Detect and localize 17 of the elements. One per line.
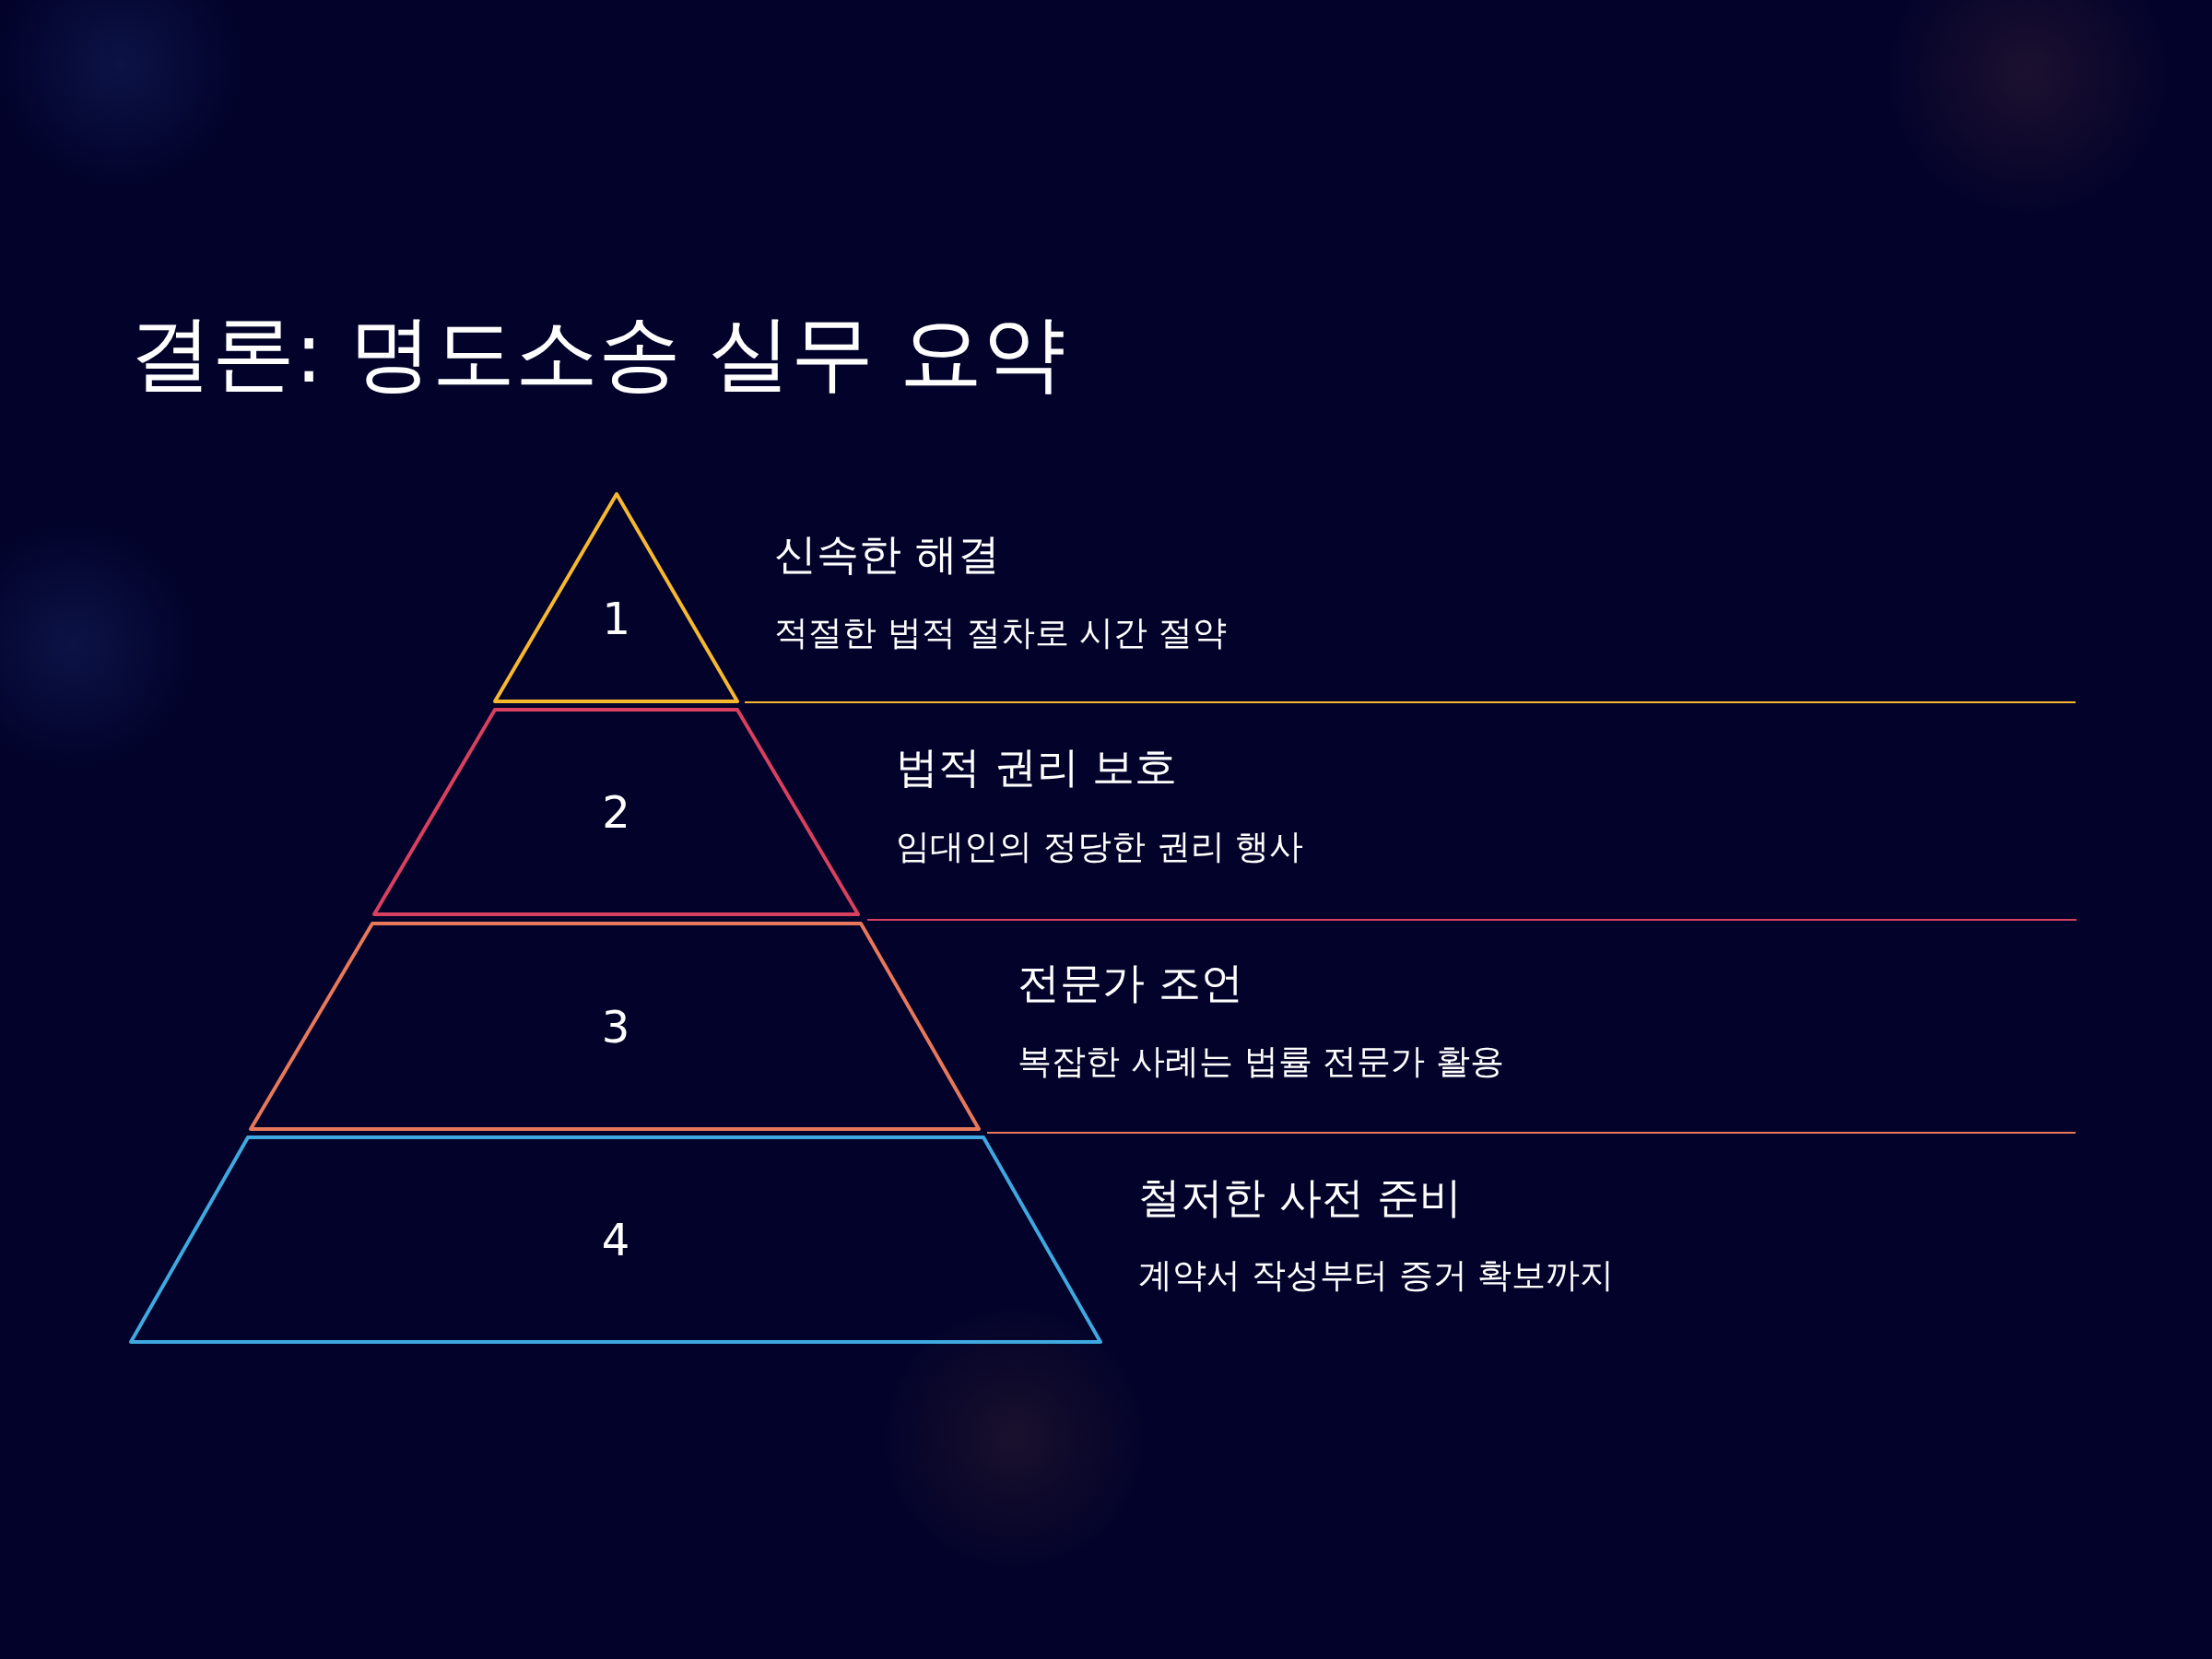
- tier-description: 임대인의 정당한 권리 행사: [896, 830, 1304, 864]
- tier-number: 2: [602, 786, 630, 838]
- tier-heading: 철저한 사전 준비: [1138, 1176, 1463, 1218]
- tier-number: 4: [601, 1214, 630, 1265]
- tier-heading: 전문가 조언: [1018, 961, 1243, 1004]
- pyramid-tier: [374, 710, 858, 914]
- pyramid-tier: [251, 924, 979, 1129]
- tier-description: 계약서 작성부터 증거 확보까지: [1138, 1258, 1615, 1292]
- tier-heading: 법적 권리 보호: [896, 746, 1178, 788]
- tier-description: 적절한 법적 절차로 시간 절약: [774, 616, 1228, 650]
- tier-description: 복잡한 사례는 법률 전문가 활용: [1018, 1044, 1505, 1078]
- tier-number: 1: [602, 593, 630, 644]
- tier-number: 3: [601, 1000, 630, 1053]
- pyramid-tier: [131, 1137, 1100, 1342]
- pyramid-tier: [495, 494, 737, 701]
- title: 결론: 명도소송 실무 요약: [129, 312, 1066, 394]
- tier-heading: 신속한 해결: [774, 533, 1000, 575]
